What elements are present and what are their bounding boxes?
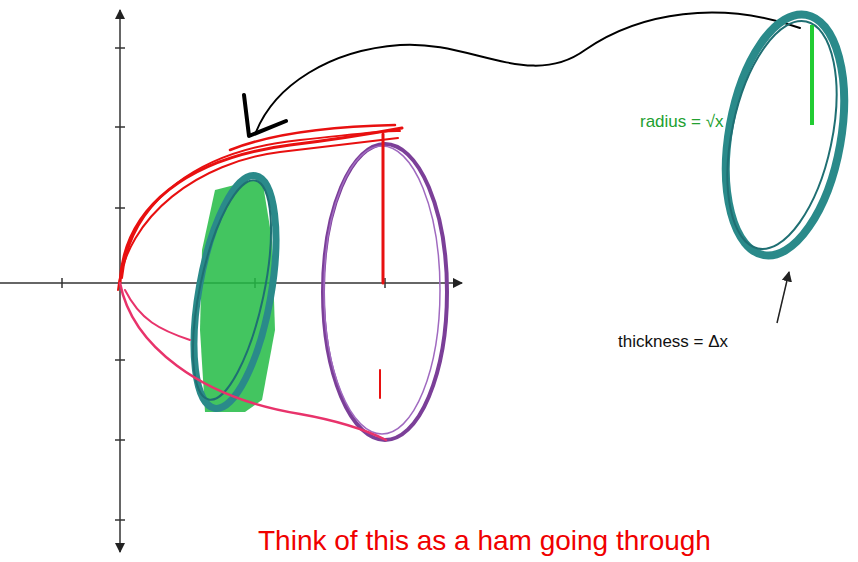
thickness-label: thickness = Δx <box>618 332 728 352</box>
thickness-pointer <box>777 272 789 323</box>
purple-disk <box>323 144 447 440</box>
note-text: Think of this as a ham going through <box>258 524 711 558</box>
coordinate-axes <box>0 10 462 552</box>
detached-disk-texture <box>709 11 855 259</box>
move-arrow <box>244 13 800 136</box>
teal-disk-texture <box>177 174 286 406</box>
detached-disk <box>709 5 858 265</box>
radius-label: radius = √x <box>640 112 724 132</box>
radius-line <box>810 25 814 125</box>
solid-outline <box>118 125 402 440</box>
